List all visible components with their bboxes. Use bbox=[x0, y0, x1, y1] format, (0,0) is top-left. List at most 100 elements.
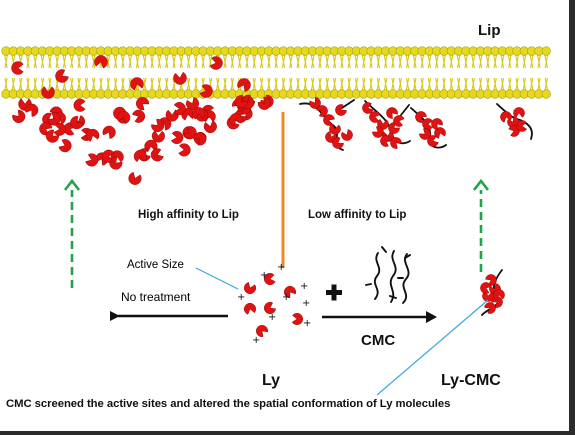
ly-molecule-in-cluster bbox=[484, 302, 496, 314]
lipid-tail-top bbox=[288, 54, 293, 69]
lipid-tail-top bbox=[274, 54, 279, 69]
lipid-tail-bottom bbox=[390, 77, 395, 92]
lipid-tail-top bbox=[456, 54, 461, 69]
lipid-tail-top bbox=[33, 54, 38, 69]
lipid-tail-top bbox=[493, 54, 498, 69]
lipid-tail-top bbox=[69, 54, 74, 69]
lipid-heads bbox=[1, 46, 551, 99]
ly-molecule-adsorbed bbox=[102, 125, 116, 139]
ly-molecule-in-membrane bbox=[94, 55, 108, 69]
lipid-tail-bottom bbox=[376, 77, 381, 92]
lipid-tail-top bbox=[339, 54, 344, 69]
lipid-tail-bottom bbox=[317, 77, 322, 92]
lipid-tail-top bbox=[120, 54, 125, 69]
ly-molecule-in-membrane bbox=[55, 69, 69, 83]
lipid-tail-bottom bbox=[259, 77, 264, 92]
ly-molecule-adsorbed bbox=[257, 96, 271, 110]
lipid-tail-bottom bbox=[515, 77, 519, 92]
charge-sign: + bbox=[268, 312, 276, 323]
ly-label: Ly bbox=[262, 372, 281, 389]
charge-sign: + bbox=[302, 298, 310, 309]
ly-molecule-adsorbed bbox=[203, 120, 217, 133]
ly-molecule-adsorbed bbox=[193, 132, 207, 146]
lipid-tail-bottom bbox=[142, 77, 147, 92]
plus-sign bbox=[326, 284, 342, 301]
ly-molecule-adsorbed bbox=[39, 122, 53, 136]
lipid-tail-top bbox=[296, 54, 300, 69]
lipid-tail-bottom bbox=[120, 77, 125, 92]
lipid-tail-top bbox=[427, 54, 432, 69]
lipid-tail-bottom bbox=[201, 77, 206, 92]
ly-molecule-in-cluster bbox=[516, 120, 527, 132]
ly-molecule-adsorbed bbox=[128, 172, 142, 185]
ly-molecule-adsorbed bbox=[102, 149, 115, 163]
lipid-tail-bottom bbox=[150, 77, 154, 92]
ly-molecule-in-cluster bbox=[332, 137, 344, 149]
lipid-tail-bottom bbox=[529, 77, 534, 92]
lipid-tail-top bbox=[128, 54, 133, 69]
lipid-tail-bottom bbox=[354, 77, 359, 92]
ly-molecule-in-membrane bbox=[41, 86, 55, 99]
lipid-tail-top bbox=[463, 54, 468, 69]
cmc-label: CMC bbox=[361, 332, 396, 349]
ly-molecule-adsorbed bbox=[45, 129, 59, 143]
ly-molecule-in-cluster bbox=[491, 296, 503, 308]
lipid-tail-top bbox=[142, 54, 147, 69]
ly-molecule-in-cluster bbox=[386, 107, 398, 119]
ly-molecule-adsorbed bbox=[192, 107, 206, 120]
lipid-tail-top bbox=[252, 54, 257, 69]
lipid-tail-bottom bbox=[223, 77, 227, 92]
charge-sign: + bbox=[300, 281, 308, 292]
lipid-tail-bottom bbox=[25, 77, 30, 92]
cmc-polymer-chains bbox=[365, 246, 411, 304]
frame-bottom-edge bbox=[0, 431, 575, 435]
ly-molecule-in-cluster bbox=[380, 135, 392, 147]
ly-molecule-adsorbed bbox=[12, 110, 26, 123]
ly-molecule-adsorbed bbox=[70, 116, 84, 130]
lipid-tail-top bbox=[449, 54, 454, 69]
ly-molecule-adsorbed bbox=[229, 113, 243, 126]
lipid-tail-top bbox=[478, 54, 483, 69]
ly-molecule-adsorbed bbox=[25, 103, 39, 117]
lipid-tail-bottom bbox=[456, 77, 461, 92]
lipid-tail-bottom bbox=[449, 77, 454, 92]
lipid-tail-bottom bbox=[310, 77, 315, 92]
lipid-tail-top bbox=[164, 54, 169, 69]
ly-cmc-clusters bbox=[299, 97, 533, 316]
lipid-tail-top bbox=[237, 54, 242, 69]
ly-molecule-in-membrane bbox=[130, 77, 144, 91]
lipid-tail-bottom bbox=[157, 77, 162, 92]
lipid-tail-top bbox=[113, 54, 118, 69]
lipid-tail-bottom bbox=[325, 77, 330, 92]
lipid-tail-bottom bbox=[18, 77, 23, 92]
lipid-tail-bottom bbox=[113, 77, 118, 92]
ly-molecule-adsorbed bbox=[151, 130, 165, 143]
lipid-tail-bottom bbox=[405, 77, 410, 92]
lipid-tail-top bbox=[62, 54, 67, 69]
lipid-tail-bottom bbox=[500, 77, 505, 92]
lipid-tail-top bbox=[317, 54, 322, 69]
ly-molecule-in-cluster bbox=[316, 105, 328, 117]
lipid-tail-top bbox=[515, 54, 519, 69]
lipid-tail-bottom bbox=[164, 77, 169, 92]
lipid-tail-top bbox=[412, 54, 417, 69]
lipid-tail-bottom bbox=[33, 77, 38, 92]
ly-molecule-in-cluster bbox=[493, 289, 505, 301]
lipid-tail-top bbox=[376, 54, 381, 69]
left-dashed-arrow bbox=[63, 178, 81, 288]
free-ly-molecules bbox=[244, 273, 303, 337]
lipid-tail-top bbox=[310, 54, 315, 69]
ly-molecule-adsorbed bbox=[171, 131, 184, 144]
ly-molecule-adsorbed bbox=[117, 111, 131, 124]
lipid-tail-top bbox=[106, 54, 111, 69]
lipid-tail-bottom bbox=[361, 77, 366, 92]
lipid-tail-top bbox=[77, 54, 81, 69]
lipid-tail-bottom bbox=[536, 77, 541, 92]
lipid-tail-top bbox=[40, 54, 45, 69]
lipid-tail-top bbox=[150, 54, 154, 69]
lipid-tail-bottom bbox=[303, 77, 308, 92]
low-affinity-label: Low affinity to Lip bbox=[308, 209, 407, 221]
lipid-tail-top bbox=[536, 54, 541, 69]
no-treatment-label: No treatment bbox=[121, 290, 191, 304]
lipid-tail-bottom bbox=[230, 77, 235, 92]
